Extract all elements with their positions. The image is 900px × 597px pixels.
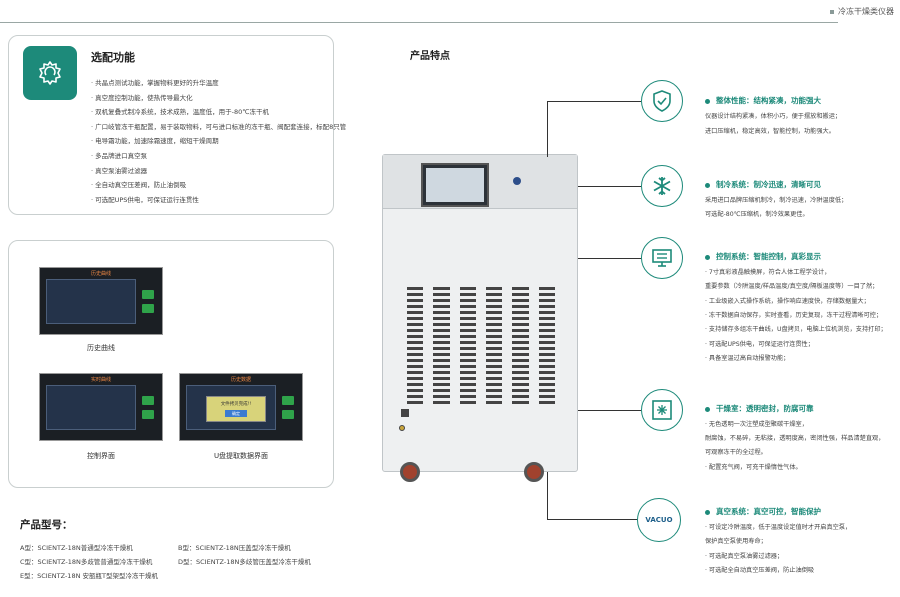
section-line: 可观察冻干的全过程。 [705,449,767,456]
features-list: · 共晶点测试功能，掌握物料更好的升华温度 · 真空度控制功能，使热传导最大化 … [91,76,346,207]
vacuo-badge-icon: VACUO [637,498,681,542]
list-item: · 双机复叠式制冷系统，技术成熟，温度低，用于-80℃冻干机 [91,108,270,117]
list-item: · 共晶点测试功能，掌握物料更好的升华温度 [91,79,219,87]
vent-port-icon [401,409,409,417]
section-title: 整体性能：结构紧凑，功能强大 [705,95,821,106]
vacuo-label: VACUO [645,516,673,524]
screen-title: 实时曲线 [90,377,111,383]
list-item: · 真空度控制功能，使热传导最大化 [91,93,193,102]
interface-screenshots-card: 历史曲线 历史曲线 实时曲线 控制界面 历史数据 文件拷贝完成!! 确定 U盘提… [8,240,334,488]
section-line: 采用进口品牌压缩机制冷，制冷迅速，冷阱温度低； [705,197,848,204]
shield-check-icon [641,80,683,122]
valve-icon [399,425,405,431]
arrow-right-icon [142,304,154,313]
arrow-left-icon [282,396,294,405]
connector-line [547,101,641,102]
section-line: · 工业级嵌入式操作系统，操作响应速度快，存储数据量大； [705,298,870,305]
connector-line [578,258,641,259]
list-item: · 全自动真空压差阀，防止油倒吸 [91,181,187,190]
connector-line [578,186,641,187]
section-line: 仪器设计结构紧凑，体积小巧，便于摆放和搬运； [705,113,842,120]
screenshot-caption: 控制界面 [87,452,115,460]
gear-icon [23,46,77,100]
section-line: 重要参数（冷阱温度/样品温度/真空度/隔板温度等）一目了然； [705,283,879,290]
connector-line [578,410,641,411]
snowflake-icon [641,165,683,207]
arrow-left-icon [142,290,154,299]
arrow-right-icon [142,410,154,419]
dialog-ok-button[interactable]: 确定 [225,410,247,417]
section-line: · 可选配UPS供电，可保证运行连贯性； [705,341,814,348]
list-item: · 电导霜功能，加速除霜速度，缩短干燥周期 [91,137,219,146]
power-switch-icon [513,177,521,185]
section-line: · 可选配全自动真空压差阀，防止油倒吸 [705,567,815,574]
section-line: · 可设定冷阱温度，低于温度设定值时才开启真空泵， [705,524,852,531]
section-line: · 配置充气阀，可充干燥惰性气体。 [705,464,802,471]
section-title: 控制系统：智能控制，真彩显示 [705,251,821,262]
list-item: · 可选配UPS供电，可保证运行连贯性 [91,195,199,204]
freeze-dryer-illustration [382,154,578,472]
model-item: D型：SCIENTZ-18N多歧管压盖型冷冻干燥机 [178,558,311,566]
drying-chamber-icon [641,389,683,431]
models-title: 产品型号： [20,519,73,531]
connector-line [547,472,548,520]
header-divider [0,22,838,23]
chart-grid [46,385,136,430]
section-line: · 支持储存多组冻干曲线，U盘拷贝，电脑上位机浏览，支持打印； [705,326,887,333]
section-line: 进口压缩机，稳定高效，智能控制，功能强大。 [705,128,835,135]
export-dialog: 文件拷贝完成!! 确定 [206,396,266,422]
section-line: · 冻干数据自动保存，实时查看，历史复现，冻干过程清晰可控； [705,312,883,319]
arrow-left-icon [142,396,154,405]
list-item: · 真空泵油雾过滤器 [91,166,148,175]
history-curve-screen: 历史曲线 [39,267,163,335]
control-screen: 实时曲线 [39,373,163,441]
dialog-message: 文件拷贝完成!! [220,402,252,407]
section-line: 保护真空泵使用寿命； [705,538,767,545]
arrow-right-icon [282,410,294,419]
section-line: · 无色透明一次注塑成型聚碳干燥室， [705,421,808,428]
chart-grid [46,279,136,324]
screenshot-caption: U盘提取数据界面 [213,452,269,460]
model-item: C型：SCIENTZ-18N多歧管普通型冷冻干燥机 [20,558,153,566]
section-title: 真空系统：真空可控，智能保护 [705,506,821,517]
caster-wheel-icon [400,462,420,482]
section-line: 可选配-80℃压缩机，制冷效果更佳。 [705,211,809,218]
features-title: 选配功能 [91,51,135,64]
caster-wheel-icon [524,462,544,482]
screen-title: 历史曲线 [90,271,111,277]
control-panel-icon [641,237,683,279]
usb-export-screen: 历史数据 文件拷贝完成!! 确定 [179,373,303,441]
brand-label: 冷冻干燥类仪器 [838,7,894,16]
connector-line [547,101,548,157]
connector-line [547,519,641,520]
section-line: · 7寸真彩液晶触摸屏，符合人体工程学设计， [705,269,831,276]
model-item: B型：SCIENTZ-18N压盖型冷冻干燥机 [178,544,291,552]
list-item: · 多品牌进口真空泵 [91,151,148,160]
model-item: E型：SCIENTZ-18N 安瓿瓶T型架型冷冻干燥机 [20,572,158,580]
square-bullet-icon [830,9,834,14]
section-title: 制冷系统：制冷迅速，清晰可见 [705,179,821,190]
control-panel [383,155,577,209]
specs-title: 产品特点 [410,51,450,62]
section-title: 干燥室：透明密封，防腐可靠 [705,403,814,414]
section-line: · 可选配真空泵油雾过滤器； [705,553,784,560]
section-line: 耐腐蚀，不易碎，无粘接，透明度高，密闭性强，样品清楚直观， [705,435,885,442]
vent-grille [407,287,555,404]
list-item: · 广口岐管冻干瓶配置，易于装取物料，可与进口标准的冻干瓶、阀配套连接，标配8只… [91,122,347,131]
screen-title: 历史数据 [230,377,251,383]
screenshot-caption: 历史曲线 [87,344,115,352]
model-item: A型：SCIENTZ-18N普通型冷冻干燥机 [20,544,133,552]
header-brand: 冷冻干燥类仪器 [830,6,894,17]
section-line: · 具备室温过高自动报警功能； [705,355,790,362]
touch-screen [421,163,489,207]
optional-features-card: 选配功能 · 共晶点测试功能，掌握物料更好的升华温度 · 真空度控制功能，使热传… [8,35,346,215]
